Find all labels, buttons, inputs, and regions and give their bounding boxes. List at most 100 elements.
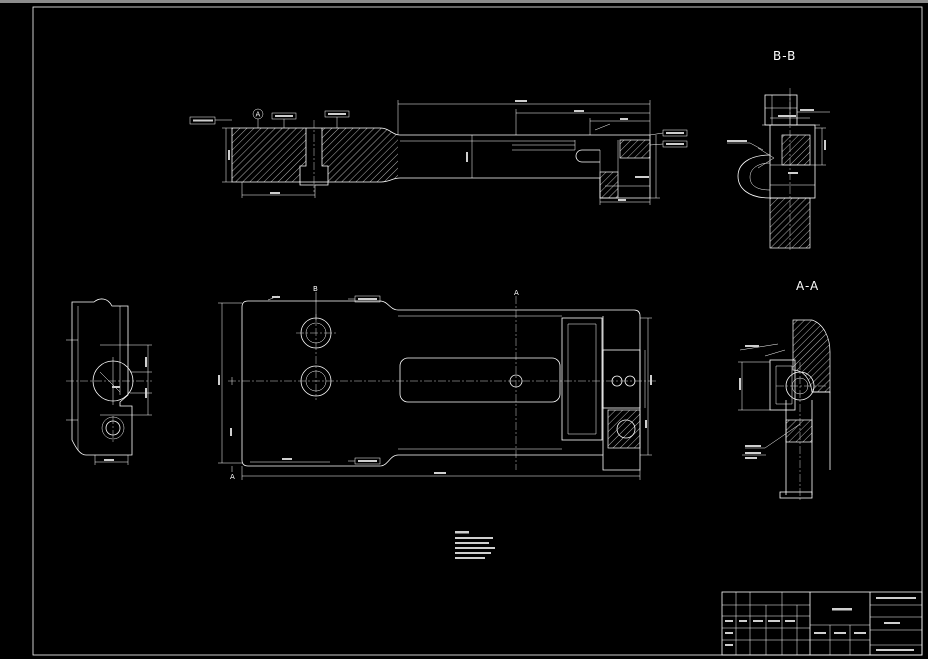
notes-line — [455, 547, 495, 549]
title-block-text — [854, 632, 866, 634]
datum-label: A — [256, 111, 261, 119]
dimension-text — [193, 119, 213, 122]
section-bb-title: B-B — [773, 49, 796, 63]
dimension-height — [222, 127, 232, 183]
bb-section-lines — [762, 124, 820, 186]
hatch-right-lower — [599, 171, 619, 199]
counterbore-void — [306, 128, 322, 166]
cut-label-b: B — [313, 285, 318, 293]
section-aa-view: A-A — [738, 279, 831, 500]
side-inner-edge — [77, 306, 121, 450]
dimension-text — [434, 472, 446, 474]
plan-view: B A A — [218, 285, 656, 481]
plan-hole-center-lines — [296, 314, 336, 400]
dimension-text — [745, 452, 761, 454]
tolerance-leaders — [215, 117, 664, 146]
tolerance-frame — [189, 116, 216, 125]
dimension-text — [788, 172, 798, 174]
aa-left-block — [769, 359, 796, 411]
dimension-text — [824, 140, 826, 150]
title-block-text — [876, 597, 916, 599]
dimension-bore-offset — [241, 182, 316, 198]
dimension-text — [745, 445, 761, 447]
section-bb-view: B-B — [727, 49, 830, 252]
dimension-text — [230, 428, 232, 436]
dimension-text — [104, 459, 114, 461]
left-side-view — [66, 298, 152, 465]
dimension-text — [745, 345, 759, 347]
dimension-text — [112, 386, 120, 388]
dimension-text — [145, 357, 147, 367]
title-block-text — [832, 608, 852, 611]
dimension-text — [228, 150, 230, 160]
title-block-text — [834, 632, 846, 634]
dimension-lines-right — [512, 123, 650, 187]
plan-clamp-block — [602, 349, 641, 409]
notes-line — [455, 542, 489, 544]
dimension-text — [515, 100, 527, 102]
counterbore-void-lower — [300, 166, 328, 185]
aa-hatch-top — [792, 319, 831, 393]
title-block-right-grid — [870, 604, 922, 646]
bb-top-block — [764, 94, 798, 126]
title-block-text — [739, 620, 747, 622]
dimension-text — [272, 296, 280, 298]
title-block-text — [725, 620, 733, 622]
dimension-text — [778, 115, 796, 117]
dimension-text — [270, 192, 280, 194]
dimension-text — [618, 199, 626, 201]
aa-base-plate — [779, 491, 813, 499]
dimension-text — [574, 110, 584, 112]
bb-top-block-lines — [765, 95, 797, 125]
aa-dimension-vertical — [738, 361, 770, 411]
plan-right-pocket-lines — [567, 323, 597, 435]
plan-dimension-length — [241, 466, 641, 480]
dimension-text — [666, 143, 684, 145]
plan-foot-bore — [616, 419, 636, 439]
dimension-text — [275, 115, 293, 117]
plan-dimension-right — [640, 317, 652, 456]
title-block-text — [753, 620, 763, 622]
bb-leader — [727, 142, 764, 151]
notes-line — [455, 557, 485, 559]
plan-dimension-width — [218, 302, 242, 464]
side-outline — [71, 298, 133, 456]
dimension-text — [635, 176, 649, 178]
title-block-text — [785, 620, 795, 622]
bb-boss-inner — [749, 162, 771, 191]
dimension-text — [620, 118, 628, 120]
title-block-middle-cells — [810, 624, 870, 655]
dimension-text — [800, 109, 814, 111]
plan-slot — [399, 357, 561, 403]
aa-center-line — [776, 362, 828, 500]
dimension-text — [358, 298, 377, 300]
dimension-text — [358, 460, 377, 462]
side-center-line — [66, 380, 152, 442]
aa-body-lower — [785, 391, 831, 495]
plan-leaders — [267, 295, 355, 462]
dimension-text — [218, 375, 220, 385]
plan-fillet-lines — [398, 315, 562, 450]
bb-dimension-vertical — [815, 127, 826, 166]
side-dimensions — [66, 339, 152, 465]
title-block-text — [725, 632, 733, 634]
dimension-text — [739, 378, 741, 390]
dimension-text — [466, 152, 468, 162]
counterbore-outline — [299, 128, 329, 186]
dimension-text — [282, 458, 292, 460]
right-end-lines — [574, 140, 619, 172]
dimension-text — [645, 420, 647, 428]
notes-heading — [455, 531, 469, 534]
dimension-slot-length — [515, 109, 650, 135]
bb-boss-outer — [737, 154, 771, 199]
dimension-text — [145, 388, 147, 398]
cut-label-a-top: A — [514, 289, 519, 297]
drawing-border — [32, 6, 923, 656]
front-elevation-view: A — [189, 100, 688, 205]
title-block-text — [814, 632, 826, 634]
dimension-text — [727, 140, 747, 142]
slot-end — [575, 149, 600, 163]
title-block — [721, 591, 923, 656]
